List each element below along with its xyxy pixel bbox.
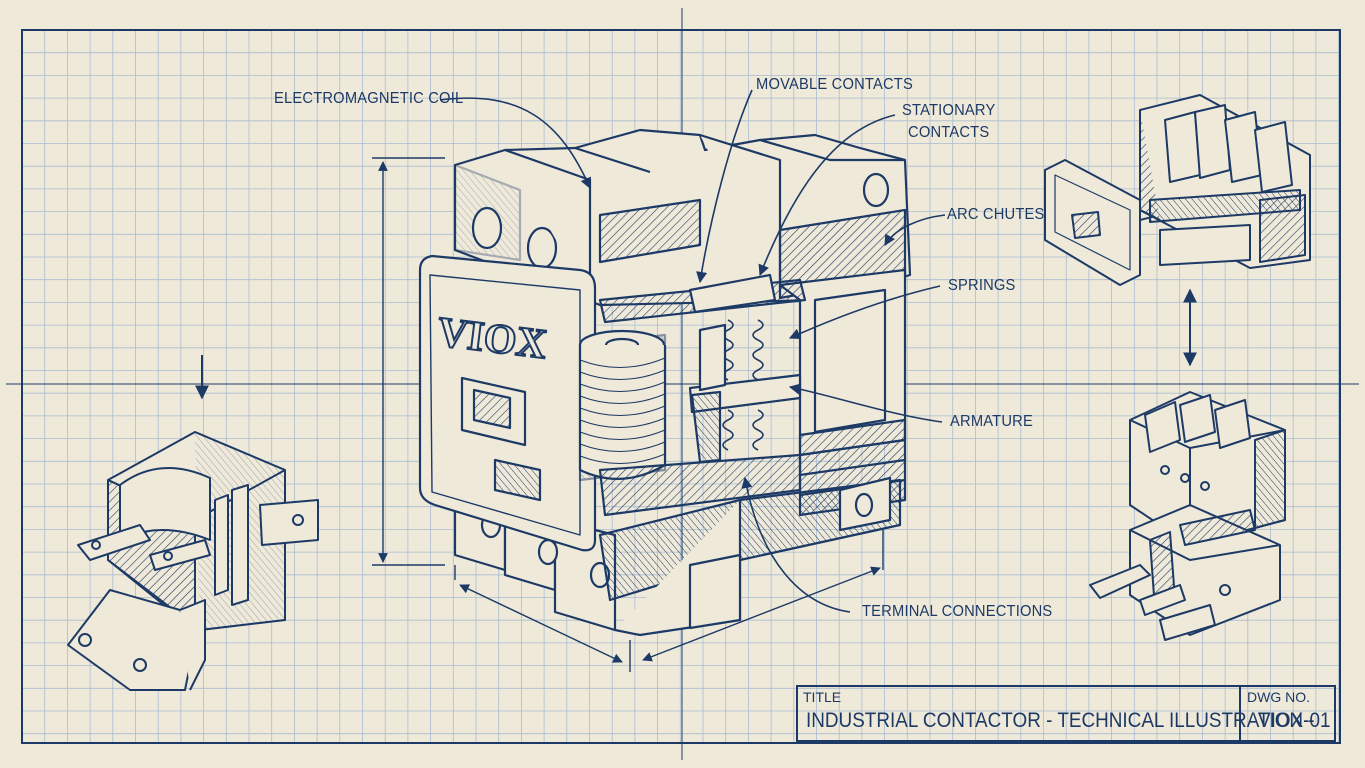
dwg-number-caption: DWG NO. [1247,689,1310,705]
drawing-title: INDUSTRIAL CONTACTOR - TECHNICAL ILLUSTR… [806,709,1315,732]
label-terminal-connections: TERMINAL CONNECTIONS [862,603,1053,620]
drawing-border [21,29,1341,744]
label-stationary-contacts-line1: STATIONARY [902,102,996,119]
left-subassembly-illustration [67,355,319,691]
leader-lines [439,89,946,613]
title-caption: TITLE [803,689,842,705]
label-stationary-contacts-line2: CONTACTS [908,124,990,141]
label-electromagnetic-coil: ELECTROMAGNETIC COIL [274,90,464,107]
right-exploded-view-top [1044,94,1311,367]
label-springs: SPRINGS [948,277,1016,294]
right-assembled-view-bottom [1089,391,1286,641]
dimension-lines [372,157,884,672]
label-armature: ARMATURE [950,413,1033,430]
dwg-number: VIOX-01 [1258,709,1331,732]
label-arc-chutes: ARC CHUTES [947,206,1045,223]
label-movable-contacts: MOVABLE CONTACTS [756,76,913,93]
main-contactor-illustration [418,128,912,637]
title-block-frame [796,685,1336,742]
